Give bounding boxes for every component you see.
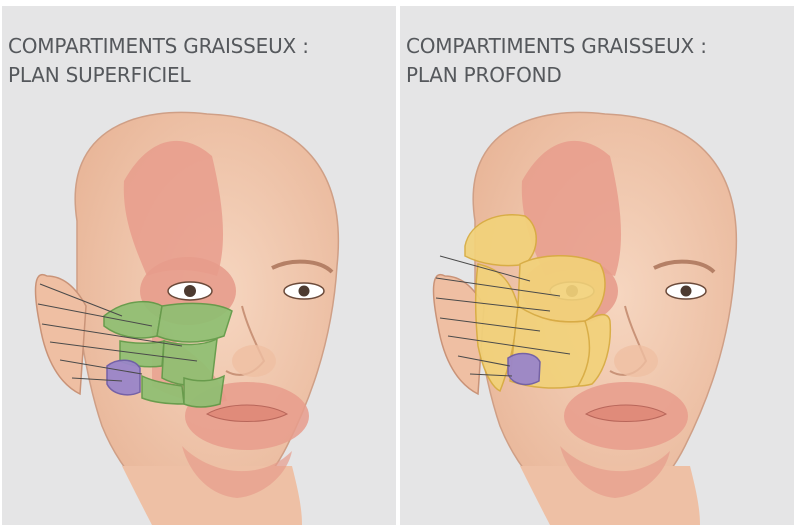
panel-deep: COMPARTIMENTS GRAISSEUX : PLAN PROFOND (400, 6, 794, 525)
title-line-2: PLAN PROFOND (406, 61, 794, 90)
title-line-1: COMPARTIMENTS GRAISSEUX : (8, 32, 396, 61)
fat-compartment-4 (162, 339, 217, 385)
frontalis-muscle (124, 141, 223, 276)
fat-compartment-6 (184, 376, 224, 407)
title-line-2: PLAN SUPERFICIEL (8, 61, 396, 90)
fat-compartment-2 (157, 303, 232, 342)
fat-compartment-accent (508, 353, 540, 384)
panel-title-deep: COMPARTIMENTS GRAISSEUX : PLAN PROFOND (406, 32, 794, 90)
panel-superficial: COMPARTIMENTS GRAISSEUX : PLAN SUPERFICI… (2, 6, 396, 525)
title-line-1: COMPARTIMENTS GRAISSEUX : (406, 32, 794, 61)
fat-compartment-accent (107, 360, 140, 395)
fat-compartment-orbital (518, 256, 605, 322)
panel-title-superficial: COMPARTIMENTS GRAISSEUX : PLAN SUPERFICI… (8, 32, 396, 90)
